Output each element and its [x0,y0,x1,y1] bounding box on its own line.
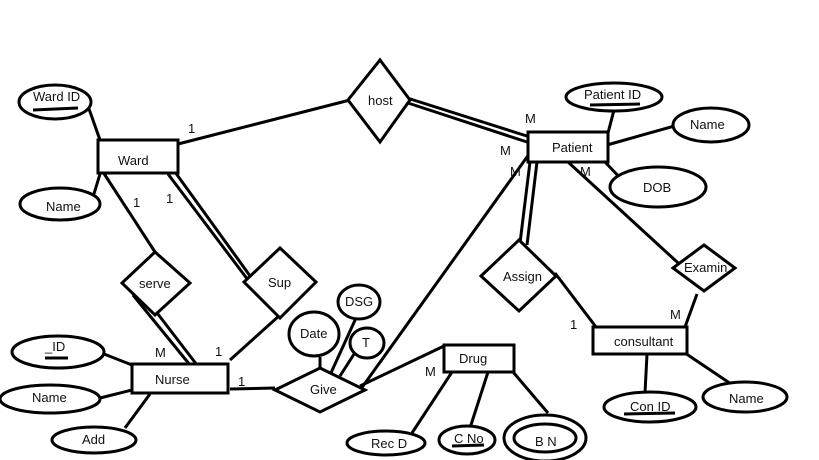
entity-ward: Ward [96,138,180,175]
cardinality-consultant-assign: 1 [570,317,577,332]
attribute-con-id-label: Con ID [630,399,670,414]
attribute-patient-name-label: Name [690,117,725,132]
entity-consultant-label: consultant [614,334,674,349]
entity-drug: Drug [442,343,516,374]
entity-patient: Patient [526,130,610,164]
attribute-nurse-id-label: _ID [44,339,65,354]
relationship-examine-label: Examin [684,260,727,275]
attribute-date: Date [287,310,341,358]
attribute-patient-id-label: Patient ID [584,87,641,102]
attribute-date-label: Date [300,326,327,341]
cardinality-patient-examine: M [580,164,591,179]
attribute-add: Add [50,425,138,455]
cardinality-labels: 1 M M M M 1 1 M 1 1 M 1 M [133,111,681,389]
connector-lines [86,95,738,434]
attribute-nurse-name: Name [0,383,102,415]
cardinality-patient-host: M [525,111,536,126]
attribute-dsg-label: DSG [345,294,373,309]
relationship-sup: Sup [241,245,319,321]
cardinality-ward-serve: 1 [133,195,140,210]
attribute-rec-d-label: Rec D [371,436,407,451]
attribute-ward-id: Ward ID [17,83,93,121]
cardinality-drug-give: M [425,364,436,379]
cardinality-consultant-examine: M [670,307,681,322]
cardinality-patient-give: M [500,143,511,158]
attribute-dsg: DSG [336,283,382,321]
attribute-ward-id-label: Ward ID [33,89,80,104]
attribute-ward-name-label: Name [46,199,81,214]
attribute-b-n: B N [502,413,588,460]
relationship-serve-label: serve [139,276,171,291]
attribute-c-no-label: C No [454,431,484,446]
attribute-add-label: Add [82,432,105,447]
relationship-give-label: Give [310,382,337,397]
cardinality-nurse-give: 1 [238,374,245,389]
attribute-ward-name: Name [18,186,102,222]
entity-ward-label: Ward [118,153,149,168]
attribute-patient-id: Patient ID [564,81,664,113]
entity-nurse-label: Nurse [155,372,190,387]
attribute-c-no: C No [437,424,497,456]
attribute-consultant-name: Name [701,380,789,414]
relationship-sup-label: Sup [268,275,291,290]
attribute-patient-name: Name [671,106,751,144]
attribute-dob-label: DOB [643,180,671,195]
relationship-assign-label: Assign [503,269,542,284]
attribute-rec-d: Rec D [345,429,427,457]
entity-nurse: Nurse [130,362,230,395]
attribute-nurse-name-label: Name [32,390,67,405]
attribute-nurse-id: _ID [10,334,106,370]
relationship-examine: Examin [670,243,738,293]
attribute-t-label: T [362,335,370,350]
attribute-consultant-name-label: Name [729,391,764,406]
relationship-give: Give [271,366,369,414]
cardinality-nurse-sup: 1 [215,344,222,359]
relationship-host: host [346,57,412,145]
entity-drug-label: Drug [459,351,487,366]
attribute-dob: DOB [608,165,708,209]
attribute-con-id: Con ID [602,390,698,424]
relationship-serve: serve [119,249,193,318]
relationship-assign: Assign [478,237,559,314]
entity-patient-label: Patient [552,140,593,155]
cardinality-nurse-serve: M [155,345,166,360]
attribute-t: T [348,326,386,360]
entity-consultant: consultant [591,325,689,356]
cardinality-ward-host: 1 [188,121,195,136]
attribute-b-n-label: B N [535,434,557,449]
relationship-host-label: host [368,93,393,108]
cardinality-patient-assign: M [510,164,521,179]
cardinality-ward-sup: 1 [166,191,173,206]
